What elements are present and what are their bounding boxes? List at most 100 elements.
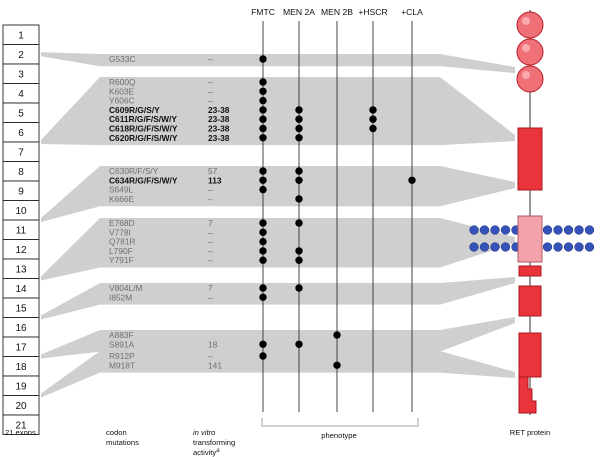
transforming-activity: – <box>208 185 213 195</box>
c-terminal-tail <box>518 376 537 414</box>
phenotype-bracket <box>261 418 419 427</box>
phenotype-dot <box>295 219 303 227</box>
membrane-bead <box>490 242 500 252</box>
phenotype-dot <box>259 247 267 255</box>
codon-mutation: G533C <box>109 54 136 64</box>
phenotype-dot <box>295 124 303 133</box>
phenotype-dot <box>369 106 377 114</box>
exon-number: 13 <box>15 264 27 275</box>
activity-label-line3: activitya <box>193 448 220 457</box>
transforming-activity: – <box>208 246 213 256</box>
transforming-activity: 141 <box>208 360 222 370</box>
codon-mutation: C609R/G/S/Y <box>109 105 160 115</box>
phenotype-dot <box>259 134 267 142</box>
phenotype-dot <box>333 361 341 369</box>
exon-number: 18 <box>15 362 27 373</box>
codon-mutation: S891A <box>109 339 135 349</box>
exon-number: 9 <box>18 186 24 197</box>
exon-box <box>2 414 40 435</box>
exon-number: 4 <box>18 89 24 100</box>
exon-number: 19 <box>15 381 27 392</box>
codon-mutation: V804L/M <box>109 283 143 293</box>
phenotype-dot <box>295 176 303 184</box>
phenotype-dot <box>295 284 303 292</box>
mutation-band <box>41 166 515 222</box>
phenotype-dot <box>259 115 267 123</box>
activity-superscript: a <box>216 448 220 454</box>
codon-mutation: C611R/G/F/S/W/Y <box>109 114 177 124</box>
phenotype-header: +HSCR <box>358 7 387 17</box>
phenotype-dot <box>369 115 377 123</box>
membrane-bead <box>563 242 574 252</box>
phenotype-dot <box>295 106 303 114</box>
phenotype-dot <box>259 340 267 348</box>
phenotype-dot <box>259 237 267 246</box>
phenotype-header: MEN 2A <box>283 7 315 17</box>
transforming-activity: – <box>208 292 213 302</box>
transforming-activity: – <box>208 194 213 204</box>
phenotype-dot <box>295 256 303 264</box>
phenotype-dot <box>295 247 303 255</box>
codon-mutation: A883F <box>109 330 134 340</box>
codon-mutation: I852M <box>109 292 132 302</box>
phenotype-dot <box>259 87 267 96</box>
footer-labels: 21 exons codon mutations in vitro transf… <box>5 418 550 457</box>
transforming-activity: 23-38 <box>208 124 230 134</box>
cadherin-domain <box>516 38 544 66</box>
exon-number: 16 <box>15 323 27 334</box>
cadherin-highlight <box>522 17 530 25</box>
phenotype-dot <box>295 195 303 203</box>
phenotype-header: FMTC <box>251 7 275 17</box>
exon-number: 7 <box>18 147 24 158</box>
membrane-bead <box>542 242 553 252</box>
exon-number: 14 <box>15 284 27 295</box>
codon-mutation: K603E <box>109 86 135 96</box>
phenotype-dot <box>259 106 267 114</box>
transforming-activity: 7 <box>208 283 213 293</box>
phenotype-dot <box>259 55 267 63</box>
transforming-activity: 113 <box>208 175 222 185</box>
membrane-bead <box>542 225 553 235</box>
phenotype-dot <box>295 167 303 175</box>
transforming-activity: 23-38 <box>208 133 230 143</box>
protein-label: RET protein <box>510 428 550 437</box>
codon-mutation: C620R/G/F/S/W/Y <box>109 133 178 143</box>
phenotype-dot <box>259 293 267 301</box>
mutation-band <box>41 218 515 281</box>
codon-mutation: Y791F <box>109 255 134 265</box>
phenotype-header: +CLA <box>401 7 423 17</box>
codon-mutation: S649L <box>109 185 134 195</box>
phenotype-dot <box>259 256 267 264</box>
tyrosine-kinase-domain-1 <box>518 285 542 317</box>
transforming-activity: – <box>208 227 213 237</box>
phenotype-dot <box>333 331 341 339</box>
cadherin-domain <box>516 11 544 39</box>
transforming-activity: – <box>208 86 213 96</box>
codon-mutation: Q781R <box>109 237 136 247</box>
membrane-bead <box>469 242 479 252</box>
phenotype-dot <box>408 176 416 184</box>
codon-mutation: C634R/G/F/S/W/Y <box>109 175 178 185</box>
membrane-bead <box>479 242 490 252</box>
exon-number: 10 <box>15 206 27 217</box>
exon-number: 8 <box>18 167 24 178</box>
exon-number: 15 <box>15 303 27 314</box>
exon-number: 11 <box>16 225 27 236</box>
activity-label-line2: transforming <box>193 438 235 447</box>
phenotype-dot <box>295 134 303 142</box>
phenotype-dot <box>259 185 267 194</box>
codon-label: codon <box>106 428 127 437</box>
transforming-activity: – <box>208 255 213 265</box>
phenotype-dot <box>259 219 267 227</box>
transforming-activity: – <box>208 54 213 64</box>
phenotype-dot <box>295 340 303 348</box>
membrane-bead <box>490 225 500 235</box>
codon-mutation: E768D <box>109 218 135 228</box>
phenotype-dot <box>259 96 267 105</box>
membrane-bead <box>500 225 511 235</box>
phenotype-dot <box>259 78 267 86</box>
tyrosine-kinase-domain-2 <box>518 332 542 378</box>
mutation-band <box>41 52 515 73</box>
